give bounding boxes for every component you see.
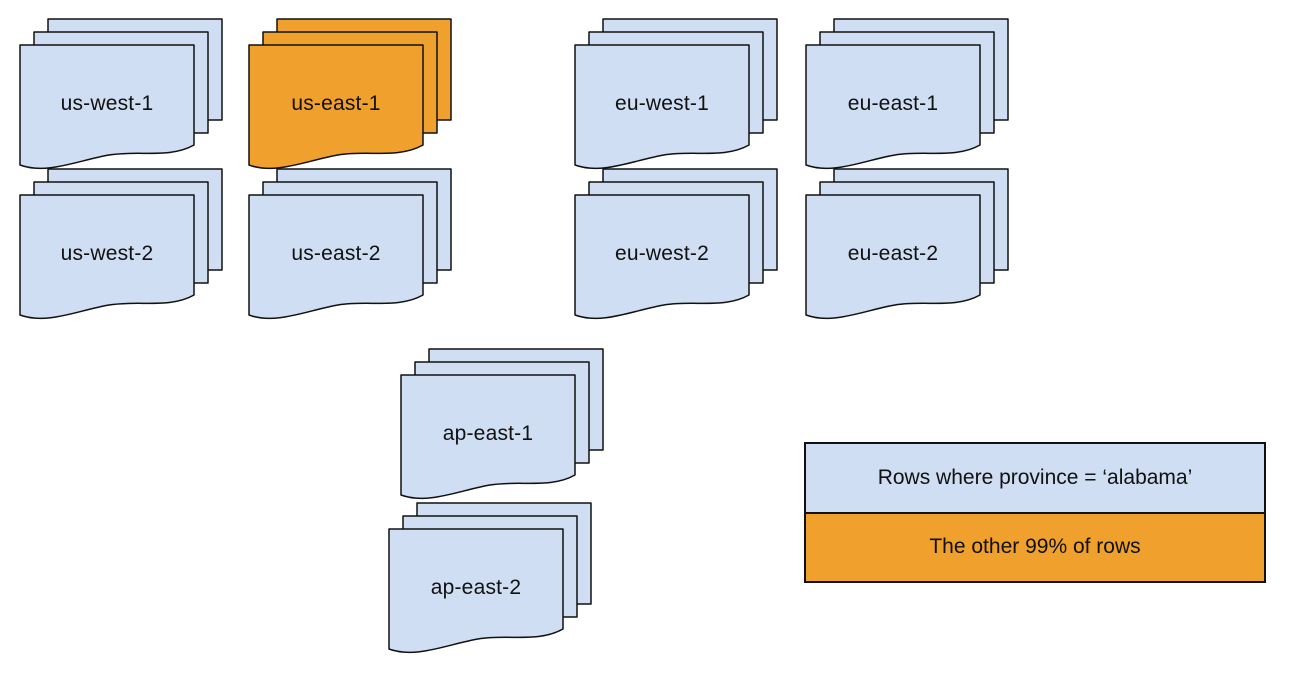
document-stack-icon [19, 18, 223, 170]
legend-item-label: Rows where province = ‘alabama’ [877, 465, 1193, 489]
region-stack-eu-west-2: eu-west-2 [574, 168, 778, 321]
document-stack-icon [19, 168, 223, 320]
document-stack-icon [248, 168, 452, 320]
region-stack-us-west-2: us-west-2 [19, 168, 223, 321]
region-stack-ap-east-1: ap-east-1 [400, 348, 604, 501]
region-stack-us-west-1: us-west-1 [19, 18, 223, 171]
region-stack-us-east-1: us-east-1 [248, 18, 452, 171]
legend: Rows where province = ‘alabama’ The othe… [804, 442, 1266, 583]
document-stack-icon [400, 348, 604, 500]
document-stack-icon [574, 168, 778, 320]
document-stack-icon [388, 502, 592, 654]
region-stack-us-east-2: us-east-2 [248, 168, 452, 321]
region-stack-eu-east-2: eu-east-2 [805, 168, 1009, 321]
document-stack-icon [248, 18, 452, 170]
region-stack-eu-east-1: eu-east-1 [805, 18, 1009, 171]
region-stack-eu-west-1: eu-west-1 [574, 18, 778, 171]
legend-item-other-rows: The other 99% of rows [806, 513, 1264, 581]
document-stack-icon [805, 168, 1009, 320]
legend-item-label: The other 99% of rows [929, 535, 1141, 559]
document-stack-icon [574, 18, 778, 170]
region-stack-ap-east-2: ap-east-2 [388, 502, 592, 655]
document-stack-icon [805, 18, 1009, 170]
legend-item-alabama-rows: Rows where province = ‘alabama’ [806, 444, 1264, 514]
